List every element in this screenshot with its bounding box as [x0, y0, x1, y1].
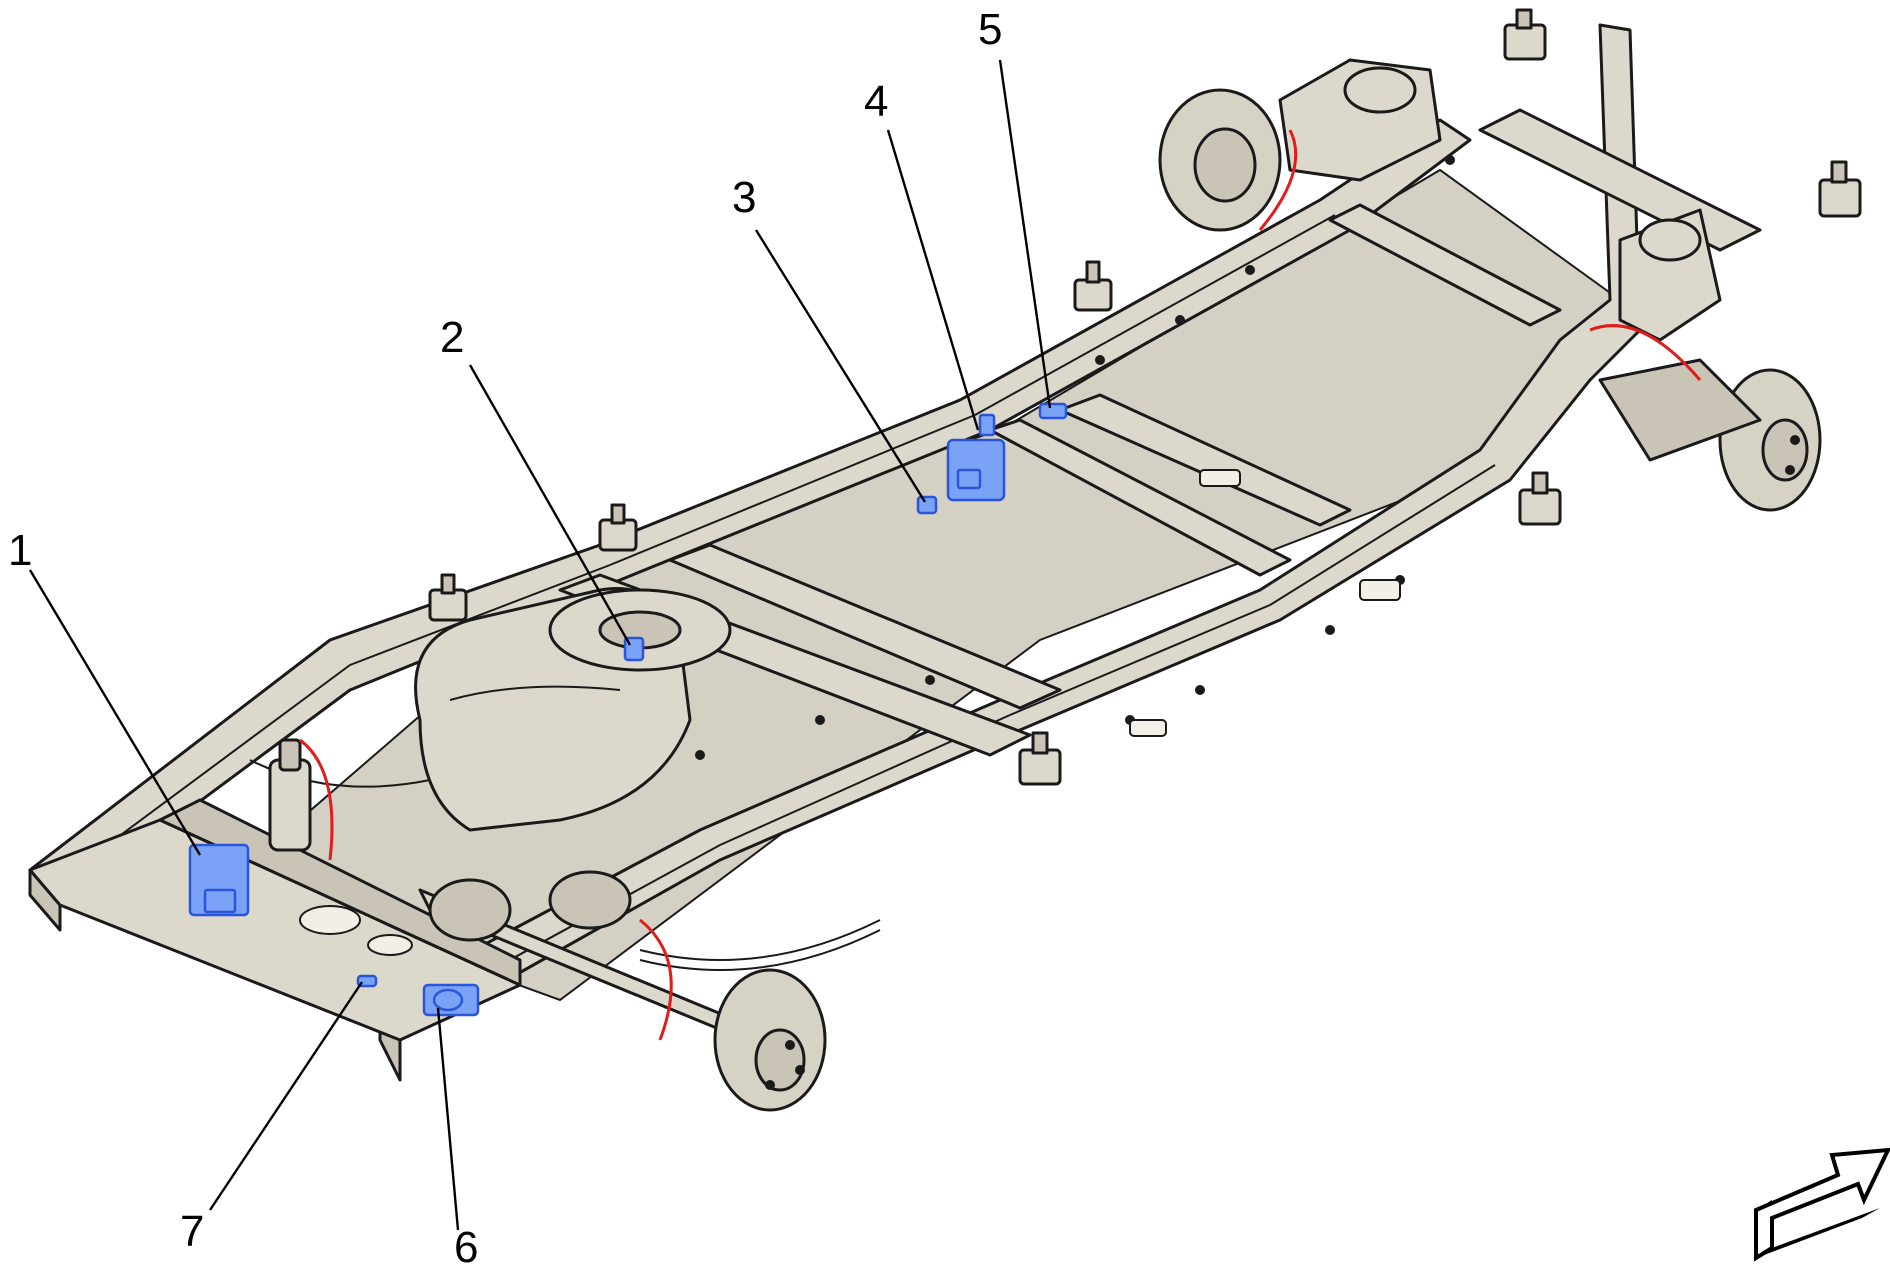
body-mounts	[428, 8, 1862, 786]
front-arrow-icon	[1754, 1147, 1890, 1262]
frame-holes	[695, 155, 1455, 760]
frame-floor-area	[228, 168, 1622, 1002]
leader-lines	[28, 59, 1052, 1231]
callout-7: 7	[180, 1207, 204, 1256]
rear-right-wheel-hub	[713, 968, 827, 1112]
callout-5: 5	[978, 5, 1002, 54]
callout-3: 3	[732, 173, 756, 222]
component-3	[916, 495, 938, 515]
callout-6: 6	[454, 1223, 478, 1272]
front-suspension-right	[1598, 208, 1822, 512]
spare-tire-carrier	[548, 588, 732, 672]
component-1	[188, 843, 250, 917]
front-suspension-left	[1158, 58, 1442, 232]
component-4	[946, 413, 1006, 502]
rear-axle	[418, 870, 772, 1052]
component-7	[356, 974, 378, 988]
component-6	[422, 983, 480, 1017]
component-5	[1038, 402, 1068, 420]
callout-2: 2	[440, 313, 464, 362]
callout-1: 1	[8, 526, 32, 575]
wiring-harness	[299, 129, 1702, 1041]
rear-shock-absorber	[268, 738, 312, 852]
callout-4: 4	[864, 77, 888, 126]
